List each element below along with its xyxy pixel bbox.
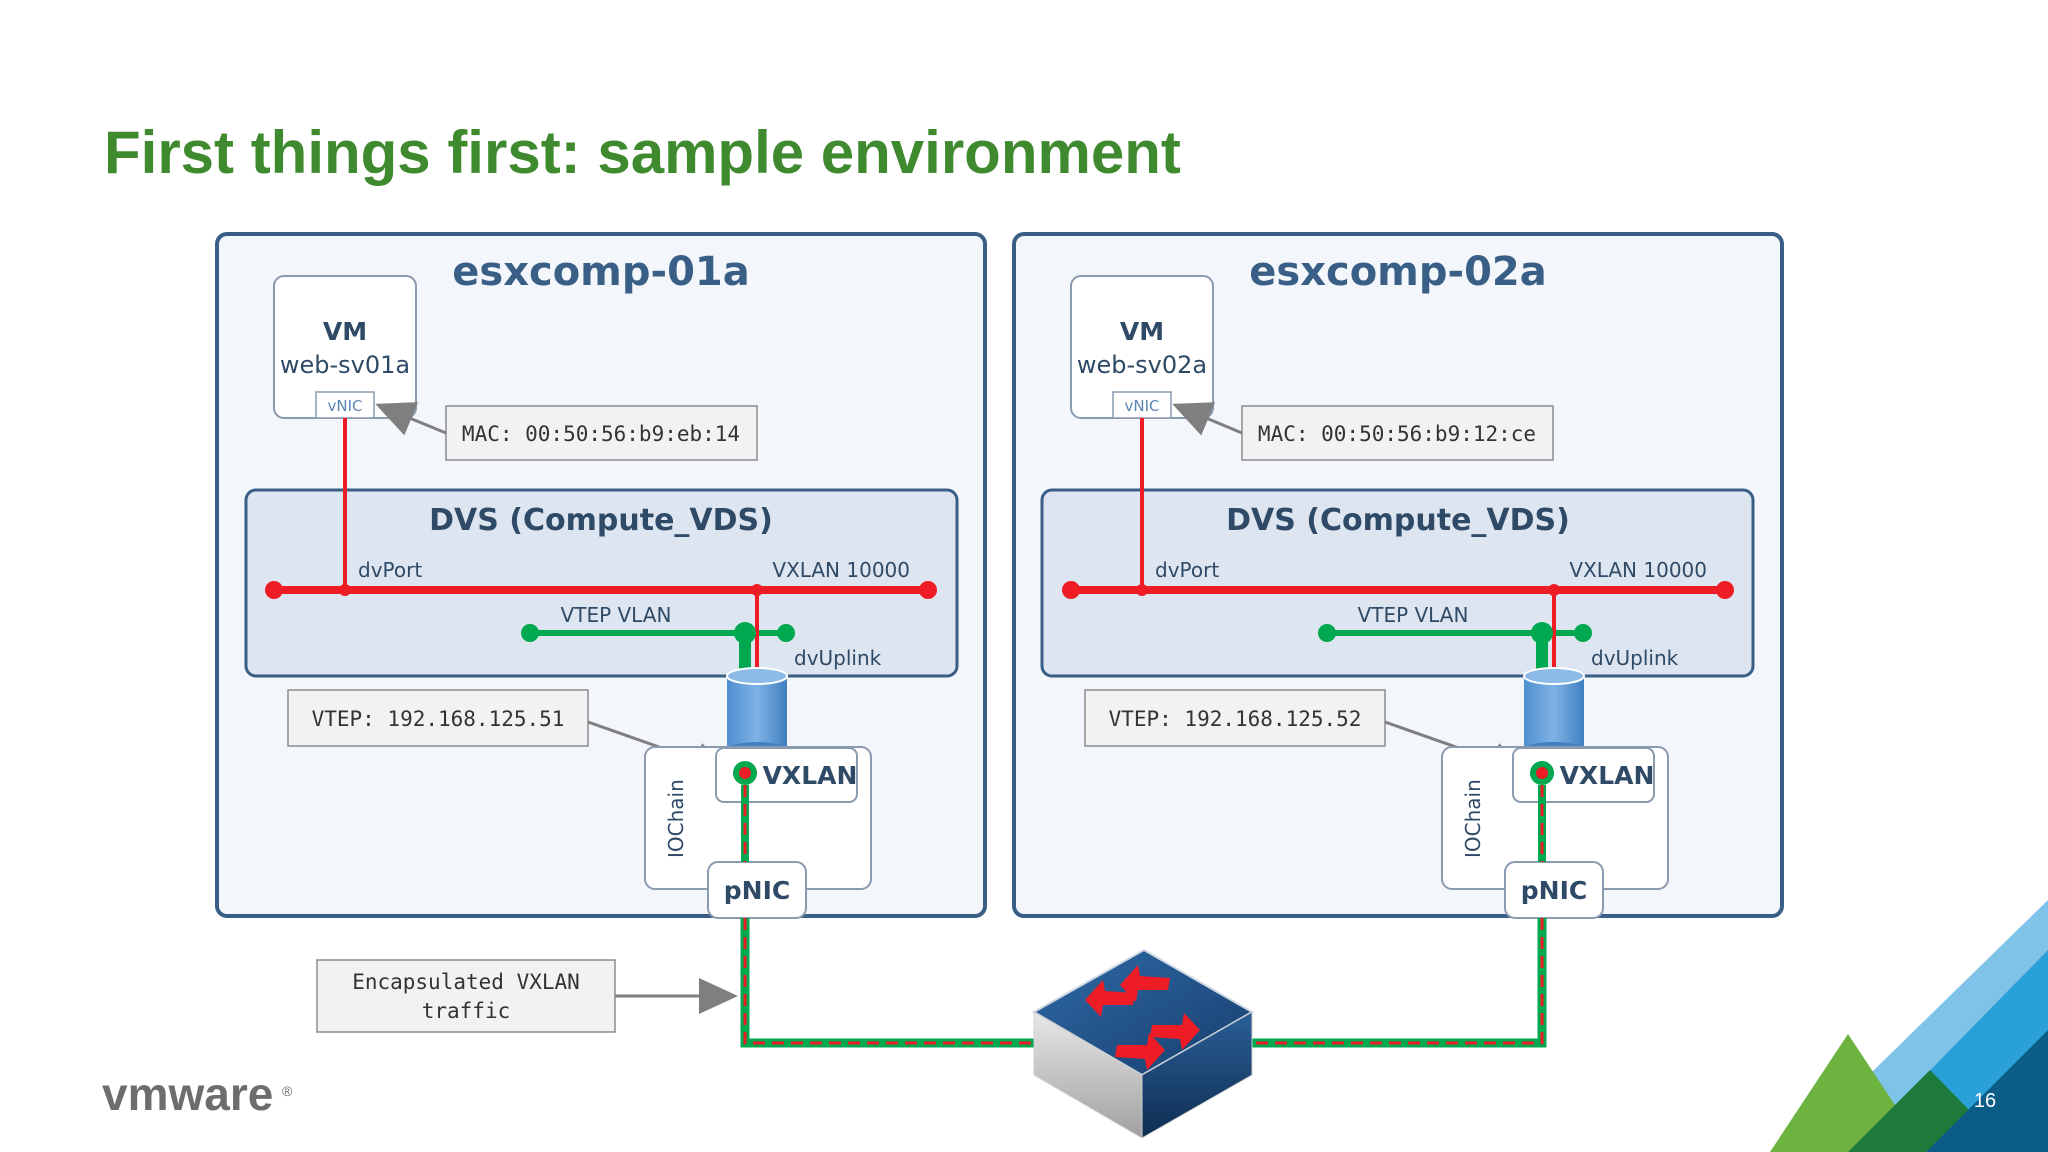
- vxlan-portgroup-label: VXLAN 10000: [772, 558, 910, 582]
- vm-label: VM: [1120, 317, 1164, 346]
- dvs-label: DVS (Compute_VDS): [429, 503, 773, 538]
- mac-callout: [1241, 405, 1554, 461]
- portgroup-end-right: [1716, 581, 1734, 599]
- dvuplink-dot: [777, 624, 795, 642]
- portgroup-end-left: [265, 581, 283, 599]
- mac-address: MAC: 00:50:56:b9:12:ce: [1258, 422, 1536, 446]
- vxlan-module-label: VXLAN: [763, 761, 858, 790]
- mac-callout: [445, 405, 758, 461]
- mac-arrow: [1172, 402, 1243, 436]
- vnic-label: vNIC: [328, 397, 363, 415]
- vtep-address: VTEP: 192.168.125.51: [312, 707, 565, 731]
- vm-label: VM: [323, 317, 367, 346]
- pnic-to-switch-right-green: [1248, 918, 1547, 1048]
- vtep-vlan-label: VTEP VLAN: [561, 603, 672, 627]
- vtep-address: VTEP: 192.168.125.52: [1109, 707, 1362, 731]
- vmware-logo: vmware ®: [102, 1068, 293, 1120]
- dvport-label: dvPort: [358, 558, 422, 582]
- portgroup-end-left: [1062, 581, 1080, 599]
- logo-mark: ®: [282, 1083, 293, 1099]
- vxlan-module-label: VXLAN: [1560, 761, 1655, 790]
- encap-callout-line2: traffic: [422, 999, 511, 1023]
- vxlan-module-box: [1512, 747, 1655, 803]
- vm-name: web-sv02a: [1077, 351, 1207, 379]
- logo-text: vmware: [102, 1068, 273, 1120]
- physical-network: [740, 918, 1547, 1048]
- pnic-to-switch-left-red: [743, 918, 1040, 1045]
- vxlan-join-dot: [751, 584, 763, 596]
- iochain-label: IOChain: [1461, 779, 1485, 858]
- corner-decoration: [1770, 900, 2048, 1152]
- dvuplink-label: dvUplink: [1591, 646, 1679, 670]
- host-esxcomp-01a: esxcomp-01a VM web-sv01a vNIC MAC: 00:50…: [215, 232, 987, 919]
- vm-name: web-sv01a: [280, 351, 410, 379]
- dvuplink-cylinder: [1523, 667, 1585, 758]
- dvuplink-label: dvUplink: [794, 646, 882, 670]
- vnic-box: [315, 391, 375, 419]
- iochain-label: IOChain: [664, 779, 688, 858]
- dvuplink-cylinder: [726, 667, 788, 758]
- slide-title: First things first: sample environment: [104, 119, 1181, 186]
- vxlan-portgroup-label: VXLAN 10000: [1569, 558, 1707, 582]
- vtep-endpoint-inner: [1536, 767, 1548, 779]
- mac-arrow: [375, 402, 447, 436]
- host-esxcomp-02a: esxcomp-02a VM web-sv02a vNIC MAC: 00:50…: [1012, 232, 1784, 919]
- host-title: esxcomp-01a: [452, 249, 750, 295]
- host-title: esxcomp-02a: [1249, 249, 1547, 295]
- vxlan-join-dot: [1548, 584, 1560, 596]
- vtep-endpoint-inner: [739, 767, 751, 779]
- pnic-label: pNIC: [1521, 876, 1587, 905]
- dvuplink-dot: [1574, 624, 1592, 642]
- mac-address: MAC: 00:50:56:b9:eb:14: [462, 422, 740, 446]
- pnic-to-switch-left-green: [740, 918, 1040, 1048]
- pnic-box: [1504, 861, 1604, 919]
- dvport-label: dvPort: [1155, 558, 1219, 582]
- vtep-vlan-end: [521, 624, 539, 642]
- network-switch-icon: [1031, 948, 1255, 1139]
- pnic-to-switch-right-red: [1248, 918, 1544, 1045]
- pnic-label: pNIC: [724, 876, 790, 905]
- pnic-box: [707, 861, 807, 919]
- encap-callout: [316, 959, 616, 1033]
- vtep-vlan-end: [1318, 624, 1336, 642]
- vxlan-module-box: [715, 747, 858, 803]
- vtep-callout: [1084, 689, 1386, 747]
- vtep-vlan-label: VTEP VLAN: [1358, 603, 1469, 627]
- vnic-label: vNIC: [1125, 397, 1160, 415]
- portgroup-end-right: [919, 581, 937, 599]
- dvport-dot: [339, 584, 351, 596]
- encap-callout-line1: Encapsulated VXLAN: [352, 970, 580, 994]
- uplink-join-dot: [1531, 622, 1553, 644]
- vtep-callout: [287, 689, 589, 747]
- page-number: 16: [1974, 1090, 1996, 1112]
- uplink-join-dot: [734, 622, 756, 644]
- dvs-label: DVS (Compute_VDS): [1226, 503, 1570, 538]
- dvport-dot: [1136, 584, 1148, 596]
